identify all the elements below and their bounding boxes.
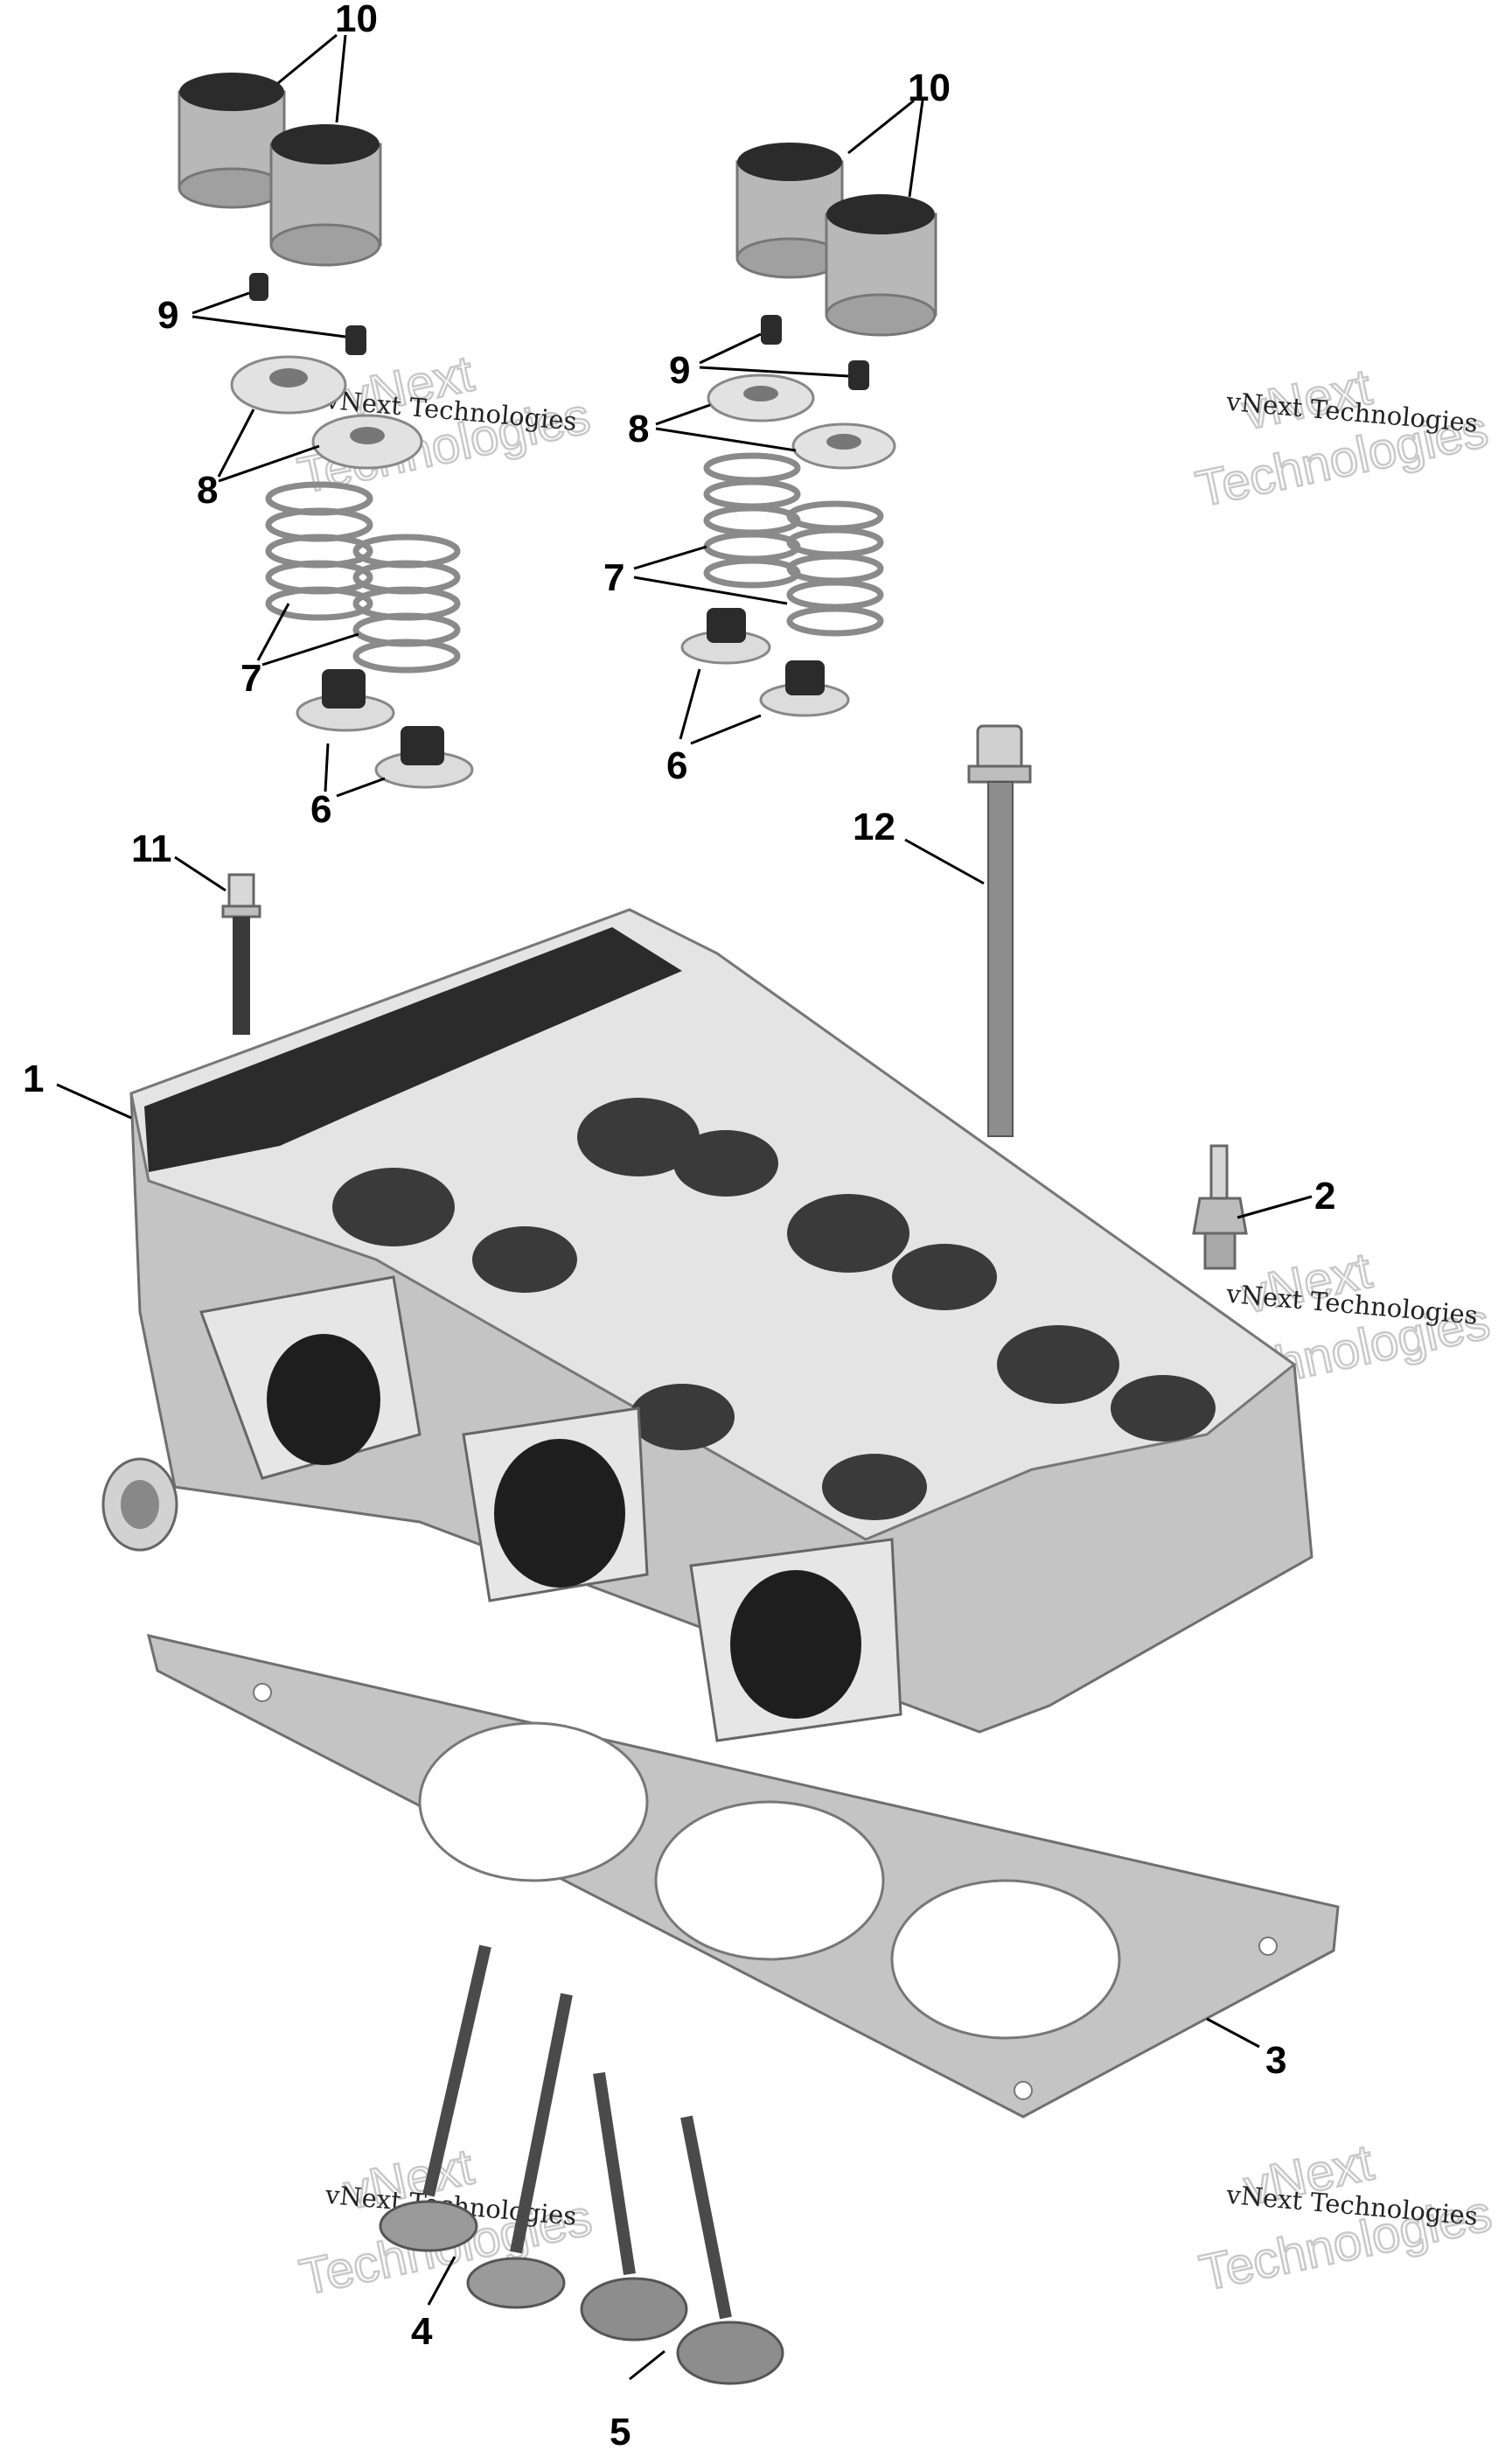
leader-6a-1	[324, 743, 330, 792]
intake-valves	[379, 1944, 573, 2309]
leader-9a-2	[192, 315, 346, 339]
leader-1	[56, 1083, 132, 1120]
leader-10a-1	[277, 33, 338, 85]
leader-3	[1206, 2017, 1260, 2049]
leader-lines	[56, 33, 1313, 2381]
valve-stem-seals	[296, 608, 850, 789]
leader-4	[427, 2256, 456, 2306]
callout-1: 1	[23, 1057, 44, 1100]
leader-7a-2	[261, 632, 359, 667]
spring-retainers	[230, 355, 896, 470]
callout-4: 4	[411, 2310, 433, 2353]
leader-8a-2	[218, 444, 320, 483]
callout-7-right: 7	[603, 556, 624, 599]
leader-8b-2	[655, 427, 797, 452]
callout-10-right: 10	[908, 66, 951, 109]
callout-8-left: 8	[197, 469, 218, 512]
callout-3: 3	[1265, 2039, 1286, 2082]
lifters-right	[735, 143, 937, 337]
valve-keepers	[249, 273, 869, 390]
leader-6a-2	[336, 777, 386, 798]
leader-12	[904, 838, 985, 885]
leader-11	[174, 855, 226, 892]
callout-9-right: 9	[669, 349, 690, 392]
callout-9-left: 9	[157, 294, 178, 337]
cylinder-head	[101, 908, 1313, 1742]
leader-8b-1	[655, 403, 711, 426]
leader-9b-1	[699, 332, 762, 365]
leader-7b-2	[633, 576, 788, 605]
callout-7-left: 7	[240, 657, 261, 700]
head-gasket	[146, 1633, 1340, 2118]
callout-11: 11	[131, 827, 172, 870]
callout-10-left: 10	[335, 0, 378, 40]
callout-5: 5	[610, 2411, 631, 2454]
spring-2	[352, 534, 461, 674]
leader-5	[629, 2349, 665, 2381]
spring-3	[703, 452, 801, 589]
spring-4	[786, 500, 884, 637]
leader-7a-1	[256, 603, 290, 661]
exhaust-valves	[580, 2071, 784, 2385]
leader-2	[1237, 1195, 1313, 1219]
spring-1	[265, 481, 373, 621]
callout-12: 12	[853, 806, 895, 848]
callout-2: 2	[1314, 1175, 1335, 1218]
leader-6b-1	[679, 668, 701, 740]
long-bolt	[967, 724, 1032, 1137]
leader-9b-2	[699, 366, 849, 378]
leader-9a-1	[192, 291, 250, 315]
callout-8-right: 8	[628, 408, 649, 450]
lifters-left	[178, 73, 382, 267]
leader-10b-2	[908, 100, 924, 198]
valve-springs	[265, 452, 884, 674]
short-bolt	[221, 873, 261, 1035]
leader-10b-1	[847, 99, 915, 155]
callout-6-right: 6	[666, 744, 687, 787]
leader-6b-2	[690, 714, 762, 745]
leader-10a-2	[335, 34, 347, 123]
sensor-fitting	[1192, 1144, 1248, 1270]
leader-8a-1	[217, 408, 255, 478]
callout-6-left: 6	[310, 788, 331, 831]
leader-7b-1	[633, 545, 707, 570]
